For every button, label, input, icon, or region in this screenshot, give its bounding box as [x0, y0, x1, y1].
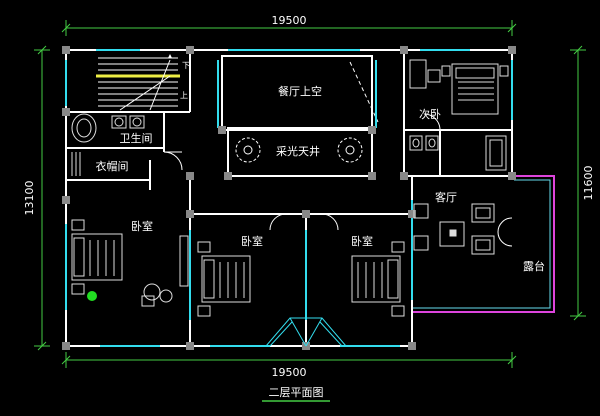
middle-bedroom-label: 卧室: [241, 234, 263, 248]
bottom-dimension-label: 19500: [272, 366, 307, 379]
stair-up-label: 上: [180, 91, 188, 100]
columns: [62, 46, 516, 350]
terrace-railing: [412, 175, 555, 313]
cloakroom-label: 衣帽间: [96, 159, 129, 173]
right-bathroom-fixtures: [409, 135, 507, 171]
atrium-plants: [235, 137, 363, 163]
left-dimension-label: 13100: [23, 181, 36, 216]
cloakroom-hangers: [71, 152, 81, 176]
atrium-label: 采光天井: [276, 144, 320, 158]
terrace-railing-inner: [412, 179, 551, 309]
living-room-furniture: [413, 203, 495, 255]
terrace-label: 露台: [523, 259, 545, 273]
bathroom-label: 卫生间: [120, 131, 153, 145]
left-bedroom-label: 卧室: [131, 219, 153, 233]
secondary-bedroom-furniture: [409, 59, 509, 115]
void-edge-line: [349, 61, 379, 123]
bay-window: [265, 317, 347, 347]
middle-bedroom-furniture: [197, 241, 251, 317]
left-bedroom-furniture: [71, 219, 189, 307]
staircase: [96, 54, 180, 111]
right-bedroom-label: 卧室: [351, 234, 373, 248]
bathroom-fixtures: [71, 113, 145, 143]
top-dimension-label: 19500: [272, 14, 307, 27]
stair-down-label: 下: [182, 61, 190, 70]
secondary-bedroom-label: 次卧: [419, 107, 441, 121]
plant-icon: [87, 291, 97, 301]
right-dimension-label: 11600: [582, 166, 595, 201]
right-bedroom-furniture: [351, 241, 405, 317]
dimension-lines: [34, 20, 586, 368]
doors: [163, 113, 513, 247]
windows: [65, 49, 513, 347]
living-room-label: 客厅: [435, 190, 457, 204]
drawing-title: 二层平面图: [269, 386, 324, 399]
dining-void-label: 餐厅上空: [278, 84, 322, 98]
